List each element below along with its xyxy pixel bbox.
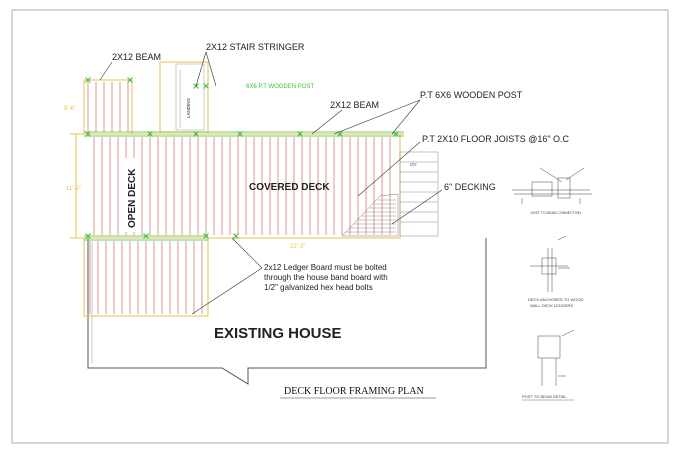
post-marker bbox=[233, 233, 239, 239]
post-marker bbox=[85, 77, 91, 83]
label-stair-stringer: 2X12 STAIR STRINGER bbox=[206, 42, 305, 52]
post-marker bbox=[85, 233, 91, 239]
sheet-border bbox=[11, 9, 669, 444]
post-marker bbox=[147, 131, 153, 137]
dim-left-side: 11'-6" bbox=[66, 186, 81, 192]
floor-joists-top bbox=[87, 82, 129, 132]
label-decking: 6" DECKING bbox=[444, 182, 496, 192]
post-marker bbox=[297, 131, 303, 137]
detail-ledger-caption-1: DECK ANCHORED TO WOOD bbox=[528, 297, 584, 302]
detail-ledger bbox=[530, 235, 570, 292]
existing-house-outline bbox=[87, 238, 487, 385]
ledger-note-line1: 2x12 Ledger Board must be bolted bbox=[264, 263, 387, 272]
detail-joist-connection bbox=[512, 167, 592, 204]
area-covered-deck: COVERED DECK bbox=[249, 182, 330, 193]
floor-joists-covered bbox=[93, 137, 391, 235]
area-landing: LANDING bbox=[186, 97, 191, 118]
post-marker bbox=[393, 131, 399, 137]
area-existing-house: EXISTING HOUSE bbox=[214, 325, 342, 342]
stairs bbox=[399, 151, 439, 237]
dim-bottom-span: 22'-3" bbox=[290, 244, 305, 250]
ledger-note-line3: 1/2" galvanized hex head bolts bbox=[264, 283, 373, 292]
label-floor-joists: P.T 2X10 FLOOR JOISTS @16" O.C bbox=[422, 134, 570, 144]
label-beam-top-left: 2X12 BEAM bbox=[112, 52, 161, 62]
post-marker bbox=[237, 131, 243, 137]
post-marker bbox=[203, 83, 209, 89]
floor-joists-bottom bbox=[89, 241, 203, 314]
leader-lines bbox=[99, 51, 443, 315]
label-pt-post: P.T 6X6 WOODEN POST bbox=[420, 90, 523, 100]
detail-ledger-caption-2: WALL DECK LEDGERS bbox=[530, 303, 573, 308]
detail-joist-connection-caption: JOIST TO BEAM CONNECTION bbox=[530, 211, 581, 215]
dim-dn: DN bbox=[410, 162, 417, 167]
corner-hatch bbox=[341, 193, 399, 237]
drawing-title: DECK FLOOR FRAMING PLAN bbox=[284, 386, 424, 397]
area-open-deck: OPEN DECK bbox=[127, 168, 138, 228]
post-marker bbox=[193, 131, 199, 137]
detail-post-beam bbox=[537, 329, 575, 386]
label-wooden-post: 6X6 P.T WOODEN POST bbox=[246, 84, 314, 90]
landing-stairs bbox=[175, 63, 205, 131]
post-marker bbox=[203, 233, 209, 239]
open-deck-panel bbox=[122, 158, 140, 232]
post-marker bbox=[85, 131, 91, 137]
dim-top-left: 8'-6" bbox=[64, 106, 76, 112]
detail-post-beam-caption: POST TO BEAM DETAIL bbox=[522, 394, 567, 399]
post-marker bbox=[127, 77, 133, 83]
post-marker bbox=[143, 233, 149, 239]
label-beam-mid: 2X12 BEAM bbox=[330, 100, 379, 110]
ledger-note-line2: through the house band board with bbox=[264, 273, 388, 282]
